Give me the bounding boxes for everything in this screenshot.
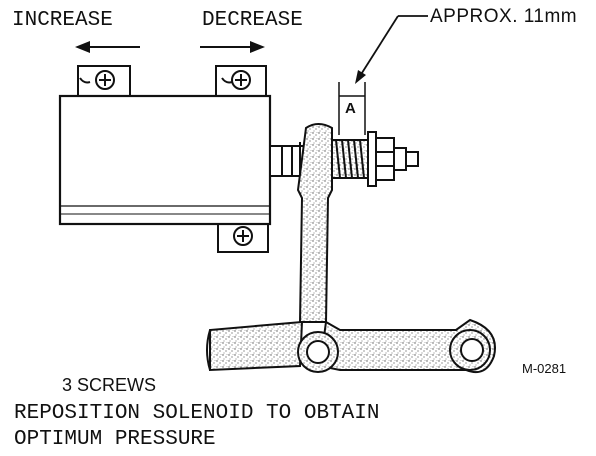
adjustment-nut	[367, 131, 419, 187]
caption-line-2: OPTIMUM PRESSURE	[14, 428, 216, 451]
bracket-top-left	[77, 65, 131, 96]
dimension-a	[338, 82, 366, 135]
approx-dimension-label: APPROX. 11mm	[430, 6, 578, 27]
decrease-label: DECREASE	[202, 9, 303, 32]
increase-label: INCREASE	[12, 9, 113, 32]
bracket-bottom-right	[217, 220, 269, 253]
figure-code-label: M-0281	[522, 361, 567, 376]
adjustment-spring	[331, 139, 369, 179]
screws-label: 3 SCREWS	[62, 375, 157, 395]
lever-arm	[206, 123, 496, 374]
approx-leader	[355, 15, 428, 84]
decrease-arrow	[200, 41, 265, 53]
dimension-a-label: A	[345, 100, 356, 117]
solenoid-body	[58, 94, 272, 226]
caption-line-1: REPOSITION SOLENOID TO OBTAIN	[14, 402, 380, 425]
increase-arrow	[75, 41, 140, 53]
bracket-top-right	[215, 65, 267, 96]
